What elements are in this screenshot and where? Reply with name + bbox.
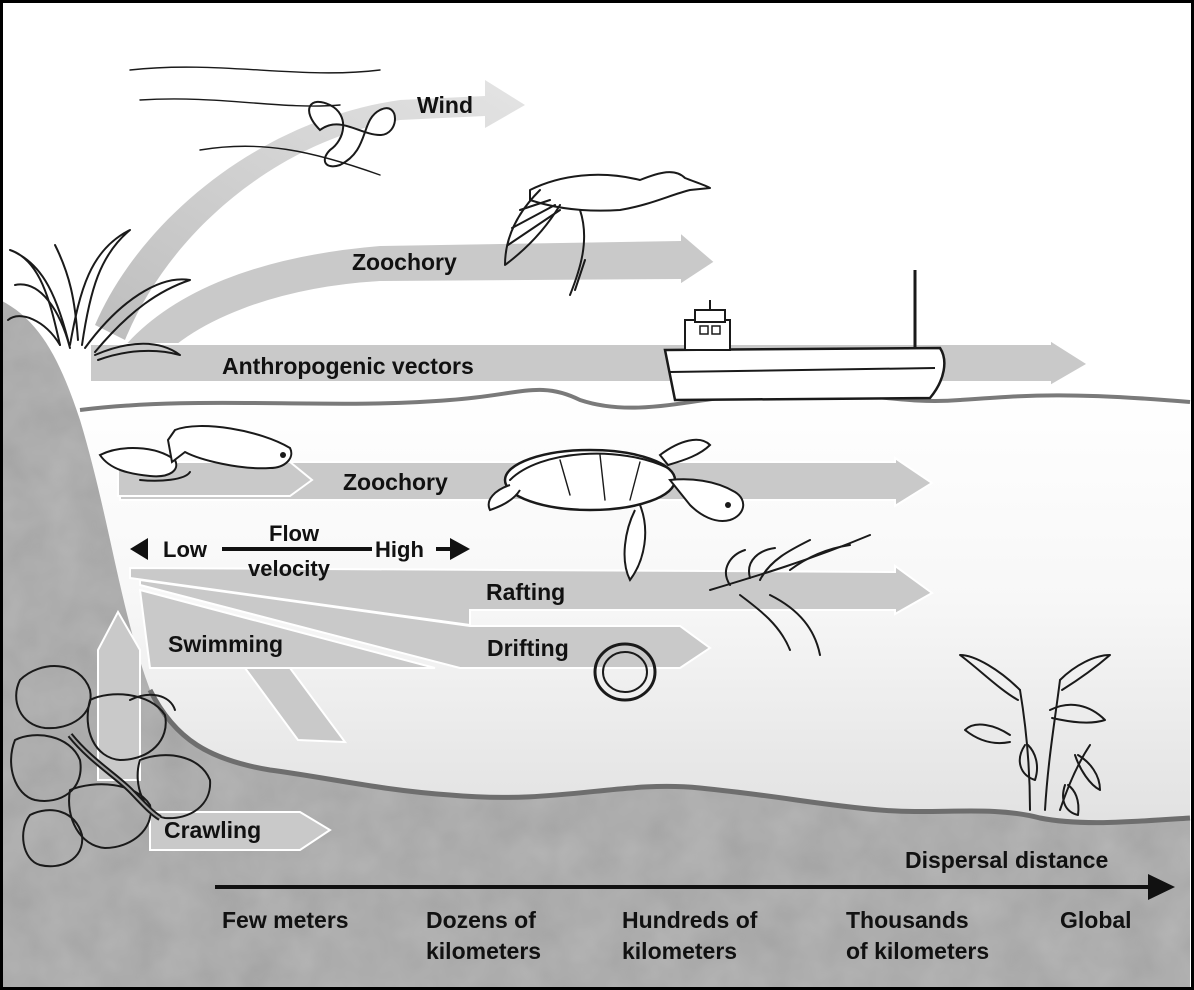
tick-3-line2: kilometers xyxy=(622,938,737,964)
tick-5-line1: Global xyxy=(1060,907,1132,933)
flow-high-label: High xyxy=(375,537,424,562)
zoochory-water-label: Zoochory xyxy=(343,469,448,495)
tick-2-line1: Dozens of xyxy=(426,907,536,933)
tick-4-line2: of kilometers xyxy=(846,938,989,964)
anthropogenic-label: Anthropogenic vectors xyxy=(222,353,474,379)
flow-title-line1: Flow xyxy=(269,521,320,546)
tick-2-line2: kilometers xyxy=(426,938,541,964)
rafting-label: Rafting xyxy=(486,579,565,605)
swimming-label: Swimming xyxy=(168,631,283,657)
tick-1-line1: Few meters xyxy=(222,907,349,933)
axis-title: Dispersal distance xyxy=(905,847,1108,873)
tick-4-line1: Thousands xyxy=(846,907,969,933)
zoochory-air-label: Zoochory xyxy=(352,249,457,275)
flow-title-line2: velocity xyxy=(248,556,331,581)
tick-3-line1: Hundreds of xyxy=(622,907,758,933)
wind-label: Wind xyxy=(417,92,473,118)
crawling-label: Crawling xyxy=(164,817,261,843)
drifting-label: Drifting xyxy=(487,635,569,661)
flow-low-label: Low xyxy=(163,537,208,562)
